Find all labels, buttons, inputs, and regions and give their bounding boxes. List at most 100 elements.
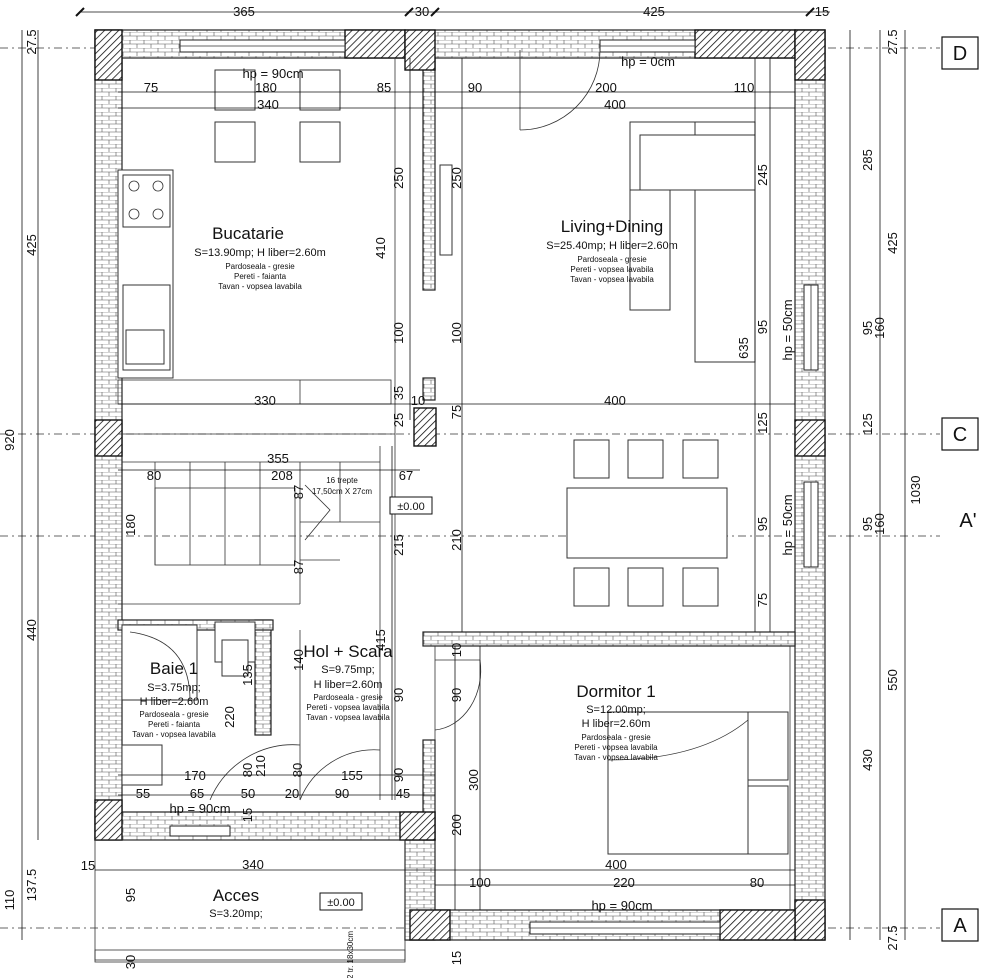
room-name-living: Living+Dining [561, 217, 664, 236]
room-name-baie: Baie 1 [150, 659, 198, 678]
dim: 220 [613, 875, 635, 890]
dim: 920 [2, 429, 17, 451]
axis-a-prime-label: A' [959, 510, 976, 532]
dim: 80 [147, 468, 161, 483]
dim: 330 [254, 393, 276, 408]
dim: 15 [449, 951, 464, 965]
dim: 75 [755, 593, 770, 607]
dim: 100 [469, 875, 491, 890]
dim: 95 [860, 517, 875, 531]
dim: 400 [604, 97, 626, 112]
room-ceiling-living: Tavan - vopsea lavabila [570, 275, 654, 284]
dim: 245 [755, 164, 770, 186]
dim: 95 [123, 888, 138, 902]
room-floor-hol: Pardoseala - gresie [313, 693, 383, 702]
dim: 355 [267, 451, 289, 466]
dim: 180 [255, 80, 277, 95]
stairs-steps-label: 16 trepte [326, 476, 358, 485]
dim: 415 [373, 629, 388, 651]
doors [209, 49, 601, 801]
room-name-acces: Acces [213, 886, 259, 905]
dim: 250 [449, 167, 464, 189]
dim: 85 [377, 80, 391, 95]
dim: 50 [241, 786, 255, 801]
access-area [94, 839, 406, 963]
dim: 210 [449, 529, 464, 551]
dim: 635 [736, 337, 751, 359]
room-ceiling-bucatarie: Tavan - vopsea lavabila [218, 282, 302, 291]
room-walls-hol: Pereti - vopsea lavabila [306, 703, 390, 712]
axis-markers: D C A' A [941, 36, 979, 942]
dim: 20 [285, 786, 299, 801]
dim: 30 [123, 955, 138, 969]
dim: 220 [222, 706, 237, 728]
level-markers: ±0.00 ±0.00 [319, 496, 433, 911]
dim: 137.5 [24, 869, 39, 902]
concrete-columns [94, 29, 826, 941]
room-walls-living: Pereti - vopsea lavabila [570, 265, 654, 274]
dim: 2 tr. 18x30cm [346, 931, 355, 978]
stairs [122, 461, 380, 604]
room-area-acces: S=3.20mp; [209, 908, 263, 920]
dim: 215 [391, 534, 406, 556]
axis-d-label: D [953, 43, 967, 65]
dim: 27.5 [885, 925, 900, 950]
dimension-lines [21, 7, 906, 940]
dim: 300 [466, 769, 481, 791]
dim: 90 [468, 80, 482, 95]
dim: 135 [240, 664, 255, 686]
room-labels: Bucatarie S=13.90mp; H liber=2.60m Pardo… [132, 217, 678, 920]
dim: 550 [885, 669, 900, 691]
room-area-living: S=25.40mp; H liber=2.60m [546, 240, 677, 252]
dim: 95 [860, 321, 875, 335]
room-walls-bucatarie: Pereti - faianta [234, 272, 287, 281]
dim: 430 [860, 749, 875, 771]
dimension-texts: 365 30 425 15 75 180 85 90 200 110 340 4… [2, 4, 923, 978]
room-area-hol: S=9.75mp; [321, 664, 375, 676]
dim: 10 [411, 393, 425, 408]
dim: 27.5 [885, 29, 900, 54]
dim: 30 [415, 4, 429, 19]
dim: 55 [136, 786, 150, 801]
room-ceiling-dormitor: Tavan - vopsea lavabila [574, 753, 658, 762]
dim: 425 [643, 4, 665, 19]
dim: 15 [240, 808, 255, 822]
room-height-baie: H liber=2.60m [140, 696, 209, 708]
dim: 100 [391, 322, 406, 344]
dim: 87 [291, 560, 306, 574]
dim: 75 [144, 80, 158, 95]
dim: 160 [872, 317, 887, 339]
dim: 80 [290, 763, 305, 777]
room-name-dormitor: Dormitor 1 [576, 682, 655, 701]
dim: 180 [123, 514, 138, 536]
dim: 410 [373, 237, 388, 259]
dim: 25 [391, 413, 406, 427]
level-acces: ±0.00 [327, 897, 354, 909]
room-name-hol: Hol + Scara [303, 642, 393, 661]
dim: 80 [240, 763, 255, 777]
windows [169, 39, 819, 935]
dim: 110 [2, 890, 17, 911]
dim: 200 [595, 80, 617, 95]
dim: 15 [81, 858, 95, 873]
room-floor-baie: Pardoseala - gresie [139, 710, 209, 719]
axis-a-label: A [953, 915, 967, 937]
win-bath-hp: hp = 90cm [169, 801, 230, 816]
dim: 208 [271, 468, 293, 483]
dim: 75 [449, 405, 464, 419]
dim: 110 [734, 80, 755, 95]
dim: 95 [755, 517, 770, 531]
win-living-side-hp: hp = 50cm [780, 299, 795, 360]
dim: 425 [885, 232, 900, 254]
room-ceiling-hol: Tavan - vopsea lavabila [306, 713, 390, 722]
dim: 90 [335, 786, 349, 801]
dim: 365 [233, 4, 255, 19]
dim: 210 [253, 755, 268, 777]
room-floor-bucatarie: Pardoseala - gresie [225, 262, 295, 271]
room-ceiling-baie: Tavan - vopsea lavabila [132, 730, 216, 739]
win-bedroom-hp: hp = 90cm [591, 898, 652, 913]
dim: 87 [291, 485, 306, 499]
dim: 67 [399, 468, 413, 483]
room-area-baie: S=3.75mp; [147, 682, 201, 694]
